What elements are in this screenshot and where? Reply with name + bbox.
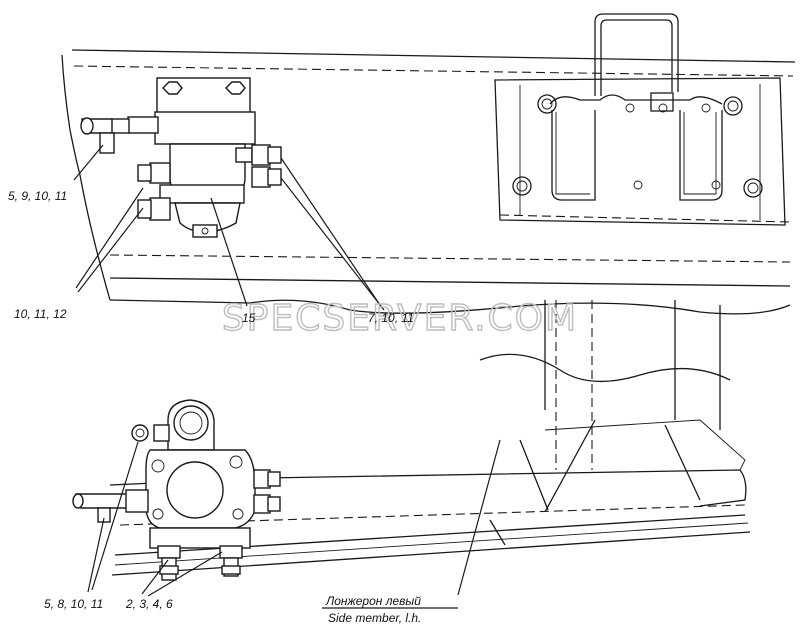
callout-upper-hose-fittings: 5, 9, 10, 11 xyxy=(8,189,67,203)
frame-bracket-plate xyxy=(494,13,786,226)
upper-leader-lines xyxy=(73,144,385,311)
callout-upper-right-fittings: 7, 10, 11 xyxy=(368,311,414,325)
callout-lower-hose-fittings: 5, 8, 10, 11 xyxy=(44,597,103,611)
upper-frame-rail xyxy=(61,49,796,315)
side-member-label-en: Side member, l.h. xyxy=(328,611,421,625)
side-member-label-ru: Лонжерон левый xyxy=(325,594,421,608)
lower-leader-lines xyxy=(87,439,501,597)
callout-upper-left-fittings: 10, 11, 12 xyxy=(14,307,67,321)
watermark-text: SPECSERVER.COM xyxy=(222,298,578,339)
callout-lower-mounting-hardware: 2, 3, 4, 6 xyxy=(125,597,173,611)
callout-upper-part-15: 15 xyxy=(242,311,256,325)
upper-valve-assembly xyxy=(80,77,282,238)
lower-valve-assembly xyxy=(72,399,281,581)
lower-frame-structure xyxy=(109,300,751,576)
